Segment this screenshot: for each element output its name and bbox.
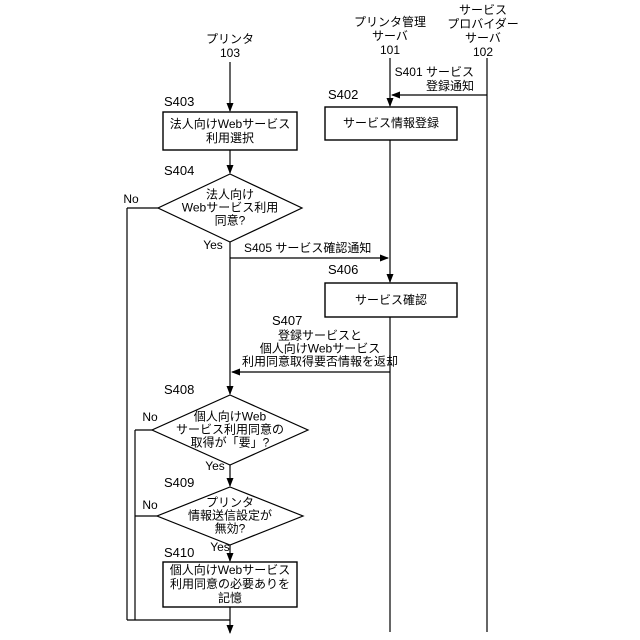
step-id-s403: S403	[164, 94, 195, 109]
step-id-s407: S407	[272, 313, 303, 328]
decision-diamond-s404	[156, 173, 304, 243]
decision-diamond-s409	[155, 486, 305, 546]
decision-text-s404: 法人向け Webサービス利用 同意?	[181, 187, 279, 228]
step-id-s408: S408	[164, 382, 195, 397]
process-text-s402: サービス情報登録	[342, 116, 440, 130]
decision-diamond-s408	[150, 394, 310, 466]
branch-label-no-s409: No	[142, 498, 158, 512]
process-text-s410: 個人向けWebサービス 利用同意の必要ありを 記憶	[169, 563, 291, 605]
branch-label-yes-s409: Yes	[210, 540, 230, 554]
step-id-s410: S410	[164, 545, 195, 560]
decision-text-s409: プリンタ 情報送信設定が 無効?	[187, 495, 273, 536]
flow-lines	[126, 58, 488, 634]
process-text-s403: 法人向けWebサービス 利用選択	[169, 117, 291, 145]
process-text-s406: サービス確認	[354, 293, 428, 307]
branch-label-no-s408: No	[142, 410, 158, 424]
step-id-s406: S406	[328, 262, 359, 277]
step-id-s409: S409	[164, 475, 195, 490]
branch-label-yes-s404: Yes	[203, 238, 223, 252]
decision-text-s408: 個人向けWeb サービス利用同意の 取得が「要」?	[175, 409, 285, 450]
process-box-s403	[162, 111, 298, 151]
lifeline-label-provider-server: サービス プロバイダー サーバ 102	[447, 3, 519, 59]
process-box-s402	[324, 106, 458, 141]
message-label-s407: 登録サービスと 個人向けWebサービス 利用同意取得要否情報を返却	[241, 328, 399, 369]
step-id-s404: S404	[164, 163, 195, 178]
lifeline-label-printer: プリンタ 103	[205, 32, 255, 60]
process-box-s406	[324, 282, 458, 318]
process-box-s410	[162, 561, 298, 608]
branch-label-no-s404: No	[123, 192, 139, 206]
message-label-s405: S405 サービス確認通知	[244, 241, 372, 255]
lifeline-label-mgmt-server: プリンタ管理 サーバ 101	[353, 15, 427, 57]
branch-label-yes-s408: Yes	[205, 459, 225, 473]
step-id-s402: S402	[328, 87, 359, 102]
message-label-s401: S401 サービス 登録通知	[394, 65, 474, 93]
